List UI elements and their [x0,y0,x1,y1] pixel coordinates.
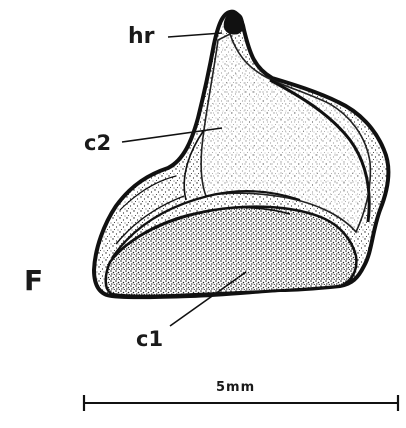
panel-letter: F [24,264,43,297]
scale-bar-label: 5mm [216,380,255,395]
label-c2: c2 [84,131,111,155]
specimen-drawing [94,12,388,297]
scale-bar: 5mm [84,380,398,411]
label-c1: c1 [136,327,163,351]
label-hr: hr [128,24,155,49]
